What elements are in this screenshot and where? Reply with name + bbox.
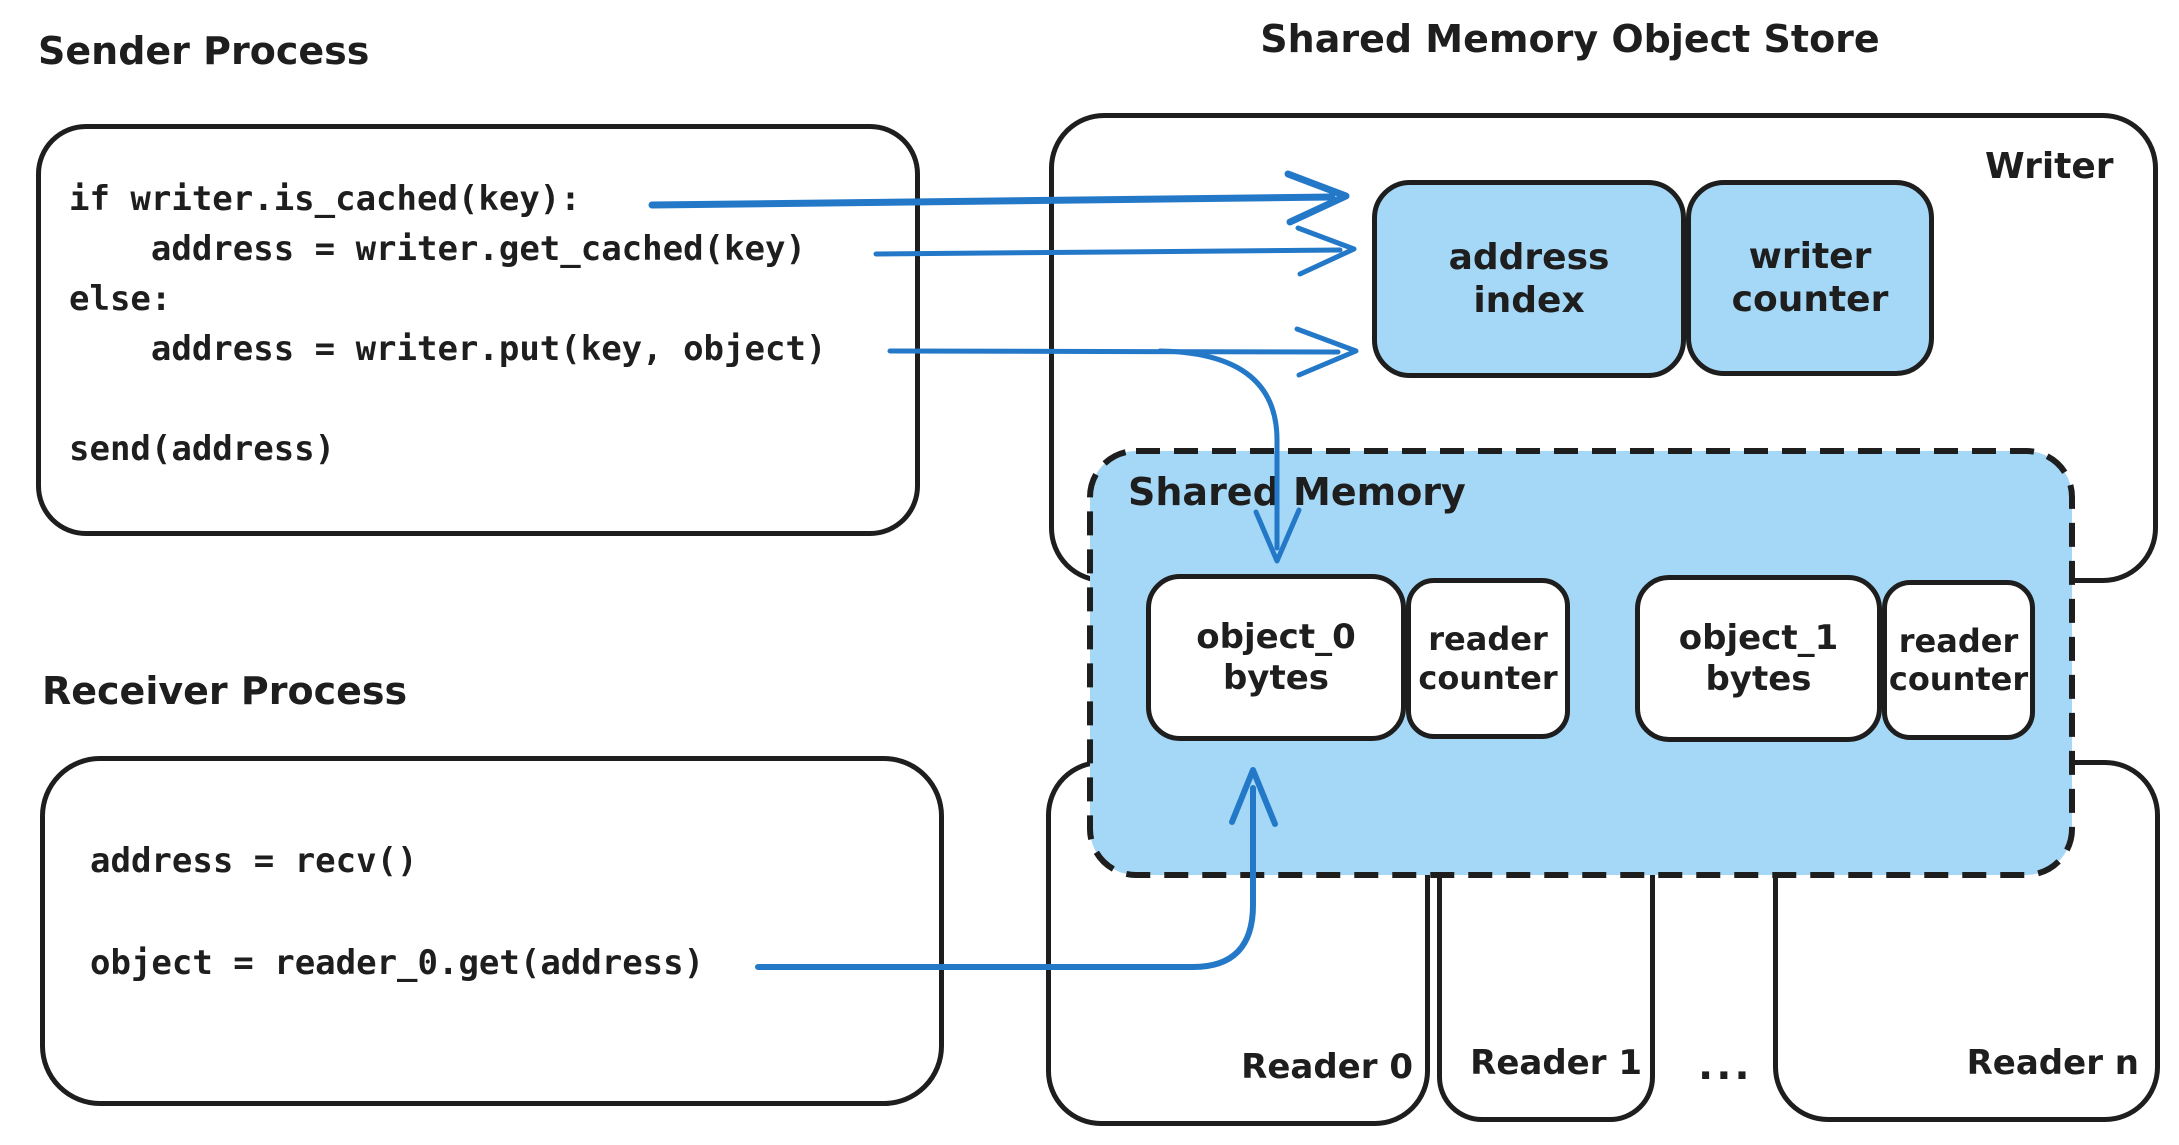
object-0-bytes-box: object_0 bytes [1146, 574, 1406, 741]
object-1-bytes-label: object_1 bytes [1678, 617, 1839, 699]
shared-memory-label: Shared Memory [1128, 470, 1466, 514]
sender-code-block: if writer.is_cached(key): address = writ… [69, 174, 826, 474]
object-store-title: Shared Memory Object Store [1260, 17, 1880, 61]
receiver-process-label: Receiver Process [42, 669, 408, 713]
writer-label: Writer [1985, 146, 2114, 187]
code-line [90, 887, 704, 938]
object-0-bytes-label: object_0 bytes [1196, 616, 1356, 698]
code-line: send(address) [69, 429, 336, 469]
reader-n-label: Reader n [1966, 1043, 2139, 1083]
writer-counter-label: writer counter [1731, 235, 1889, 320]
code-line: address = recv() [90, 841, 418, 881]
code-line: object = reader_0.get(address) [90, 943, 705, 983]
code-line [69, 374, 826, 424]
sender-process-box: if writer.is_cached(key): address = writ… [36, 124, 920, 536]
reader-counter-0-box: reader counter [1406, 578, 1570, 739]
receiver-process-box: address = recv() object = reader_0.get(a… [40, 756, 944, 1106]
writer-counter-box: writer counter [1686, 180, 1934, 376]
reader-0-label: Reader 0 [1241, 1047, 1413, 1087]
sender-process-label: Sender Process [38, 29, 370, 73]
readers-ellipsis: ... [1698, 1043, 1753, 1089]
shared-memory-box [1087, 448, 2075, 878]
code-line: address = writer.put(key, object) [69, 329, 827, 369]
address-index-label: address index [1448, 236, 1610, 321]
code-line: else: [69, 279, 172, 319]
address-index-box: address index [1372, 180, 1686, 378]
code-line: if writer.is_cached(key): [69, 179, 581, 219]
reader-counter-0-label: reader counter [1418, 620, 1558, 697]
reader-counter-1-label: reader counter [1888, 621, 2029, 698]
reader-1-label: Reader 1 [1470, 1043, 1642, 1083]
object-1-bytes-box: object_1 bytes [1635, 575, 1882, 742]
reader-counter-1-box: reader counter [1882, 580, 2035, 740]
receiver-code-block: address = recv() object = reader_0.get(a… [90, 836, 704, 989]
code-line: address = writer.get_cached(key) [69, 229, 806, 269]
